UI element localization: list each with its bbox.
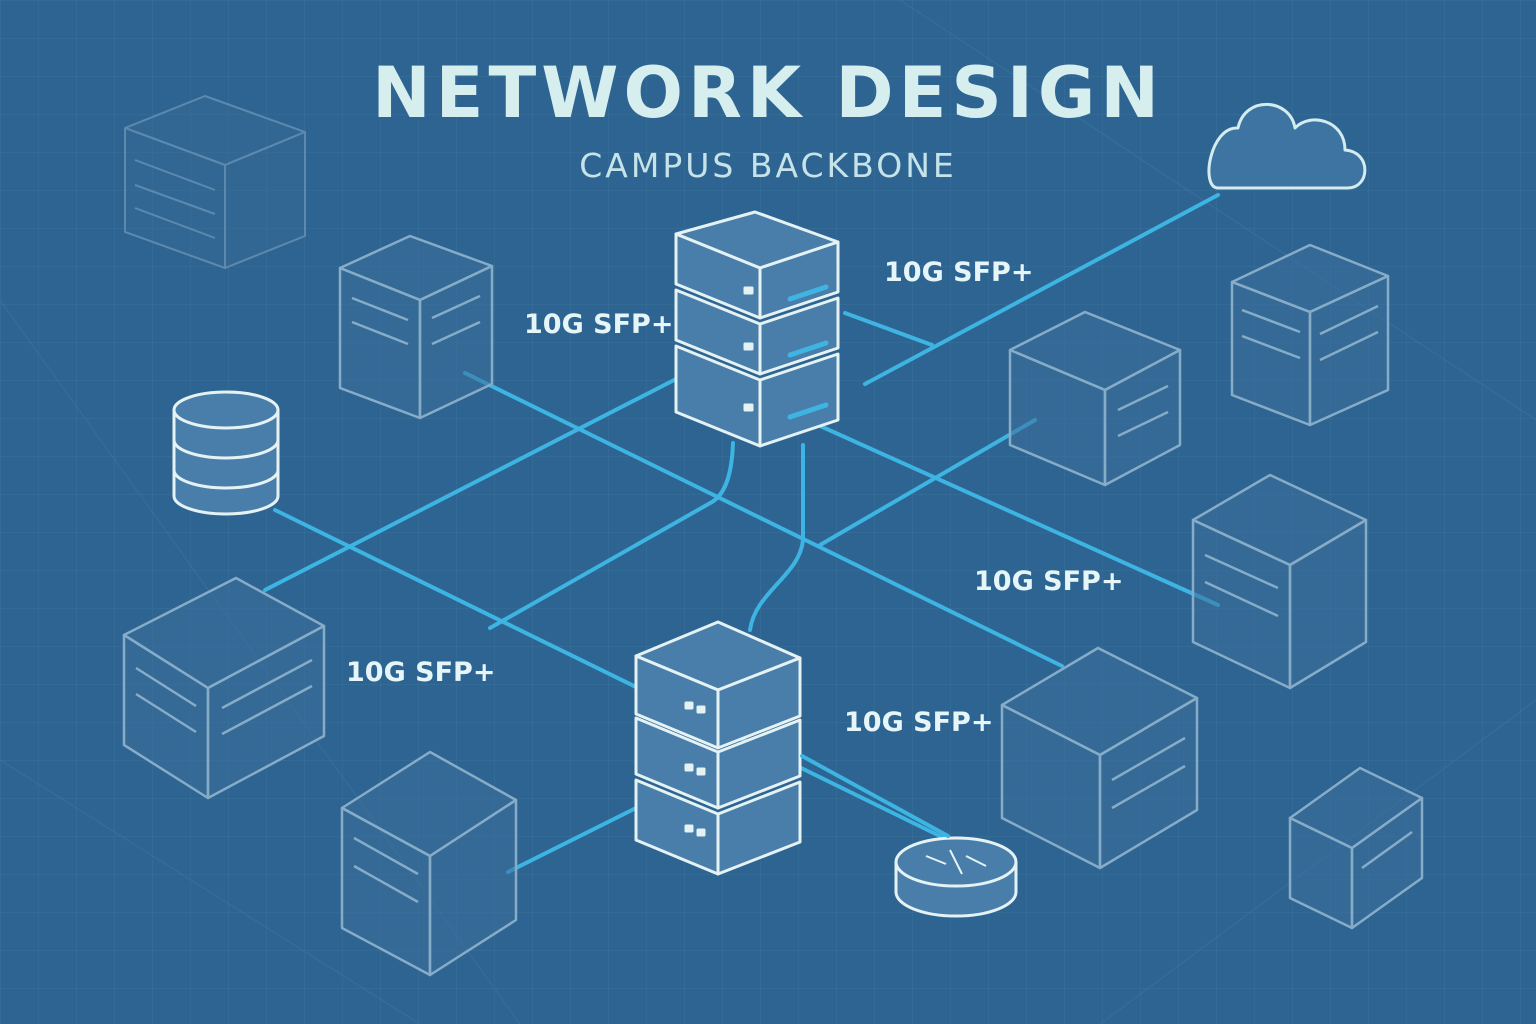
link-database-to-router [273,508,950,842]
building-d [1191,473,1368,690]
link-label-distribution: 10G SFP+ [844,707,994,738]
link-distribution-to-building-g [506,806,638,874]
network-links [263,193,1220,874]
distribution-switch-unit-middle [634,716,802,810]
building-ghost [124,95,306,269]
core-switch-unit-bottom [674,344,840,448]
building-e [1000,646,1199,870]
link-building-b-to-mid [818,418,1037,547]
building-h [1288,766,1424,930]
router-icon [894,836,1018,918]
building-b [1008,310,1182,487]
building-f [122,576,326,800]
distribution-switch-unit-bottom [634,778,802,876]
building-g [340,750,518,977]
cloud-icon [1207,102,1367,190]
link-building-f-to-core [263,376,680,592]
link-building-a-to-building-e [463,371,1064,668]
link-core-to-building-b [843,311,934,347]
building-a [338,234,494,420]
core-switch-stack [674,210,840,448]
page-title: NETWORK DESIGN [372,52,1164,134]
link-label-building-f: 10G SFP+ [346,657,496,688]
link-label-building-d: 10G SFP+ [974,566,1124,597]
page-subtitle: CAMPUS BACKBONE [579,146,957,185]
link-core-to-mid-a [488,441,735,630]
core-switch-unit-middle [674,288,840,376]
link-distribution-to-router [800,754,950,838]
building-c [1230,243,1390,427]
link-label-core-left: 10G SFP+ [524,309,674,340]
core-switch-unit-top [674,210,840,320]
link-label-core-right: 10G SFP+ [884,257,1034,288]
link-core-to-building-d [816,423,1220,607]
distribution-switch-stack [634,620,802,876]
link-core-to-distribution [748,443,805,632]
distribution-switch-unit-top [634,620,802,750]
link-core-to-cloud [863,193,1220,386]
database-icon [172,390,280,516]
